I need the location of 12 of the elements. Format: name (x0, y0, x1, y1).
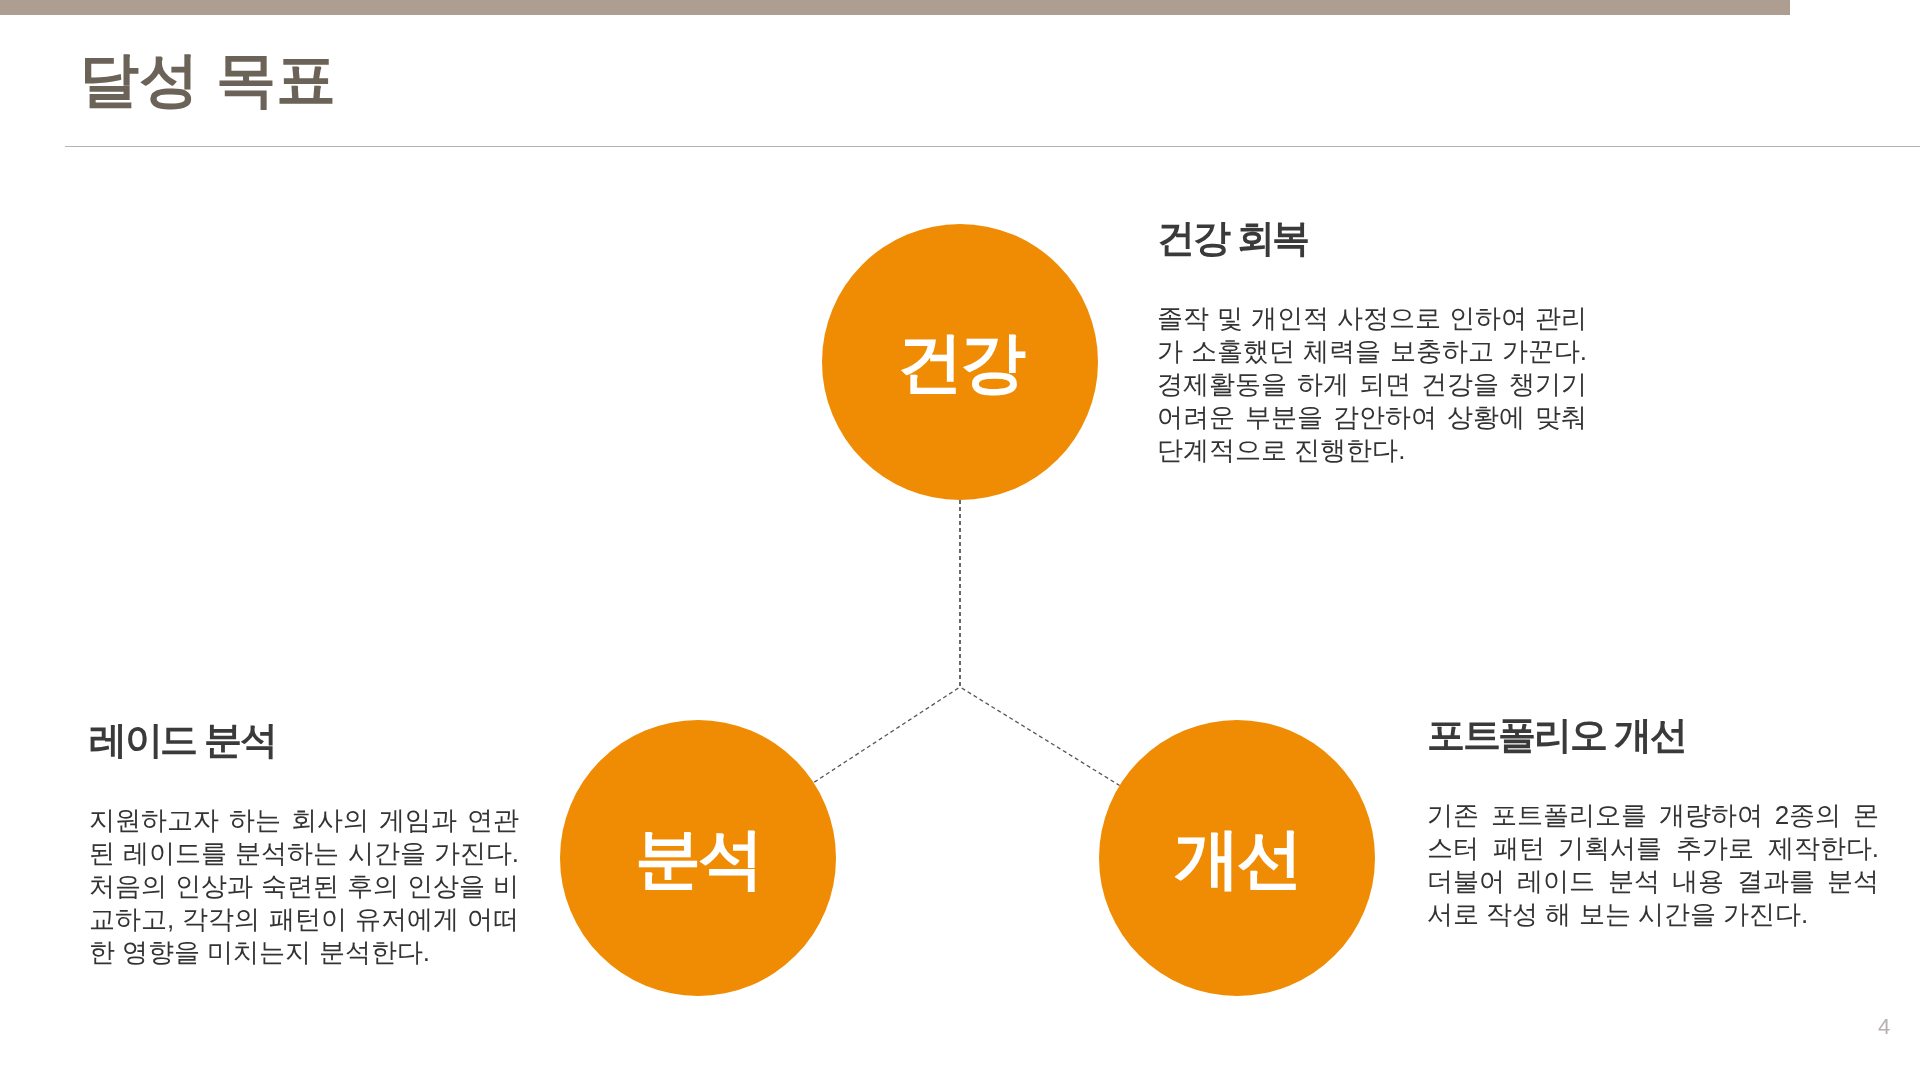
description-paragraph: 지원하고자 하는 회사의 게임과 연관된 레이드를 분석하는 시간을 가진다. 처음의 인상과 숙련된 후의 인상을 비교하고, 각각의 패턴이 유저에게 어떠한 영향을 미치는지 분석한다. (89, 804, 519, 969)
circle-label: 개선 (1173, 825, 1301, 891)
dashed-connector (959, 499, 1121, 787)
section-heading: 레이드 분석 (89, 718, 276, 763)
page-number: 4 (1878, 1013, 1891, 1041)
slide-title: 달성 목표 (79, 45, 336, 115)
description-paragraph: 기존 포트폴리오를 개량하여 2종의 몬스터 패턴 기획서를 추가로 제작한다. 더불어 레이드 분석 내용 결과를 분석서로 작성 해 보는 시간을 가진다. (1427, 799, 1879, 931)
circle-label: 분석 (634, 825, 762, 891)
description-paragraph: 졸작 및 개인적 사정으로 인하여 관리가 소홀했던 체력을 보충하고 가꾼다. 경제활동을 하게 되면 건강을 챙기기 어려운 부분을 감안하여 상황에 맞춰 단계적으로 진행한다. (1157, 302, 1587, 467)
section-heading: 포트폴리오 개선 (1427, 713, 1686, 758)
section-heading: 건강 회복 (1157, 216, 1309, 261)
circle-label: 건강 (896, 329, 1024, 395)
